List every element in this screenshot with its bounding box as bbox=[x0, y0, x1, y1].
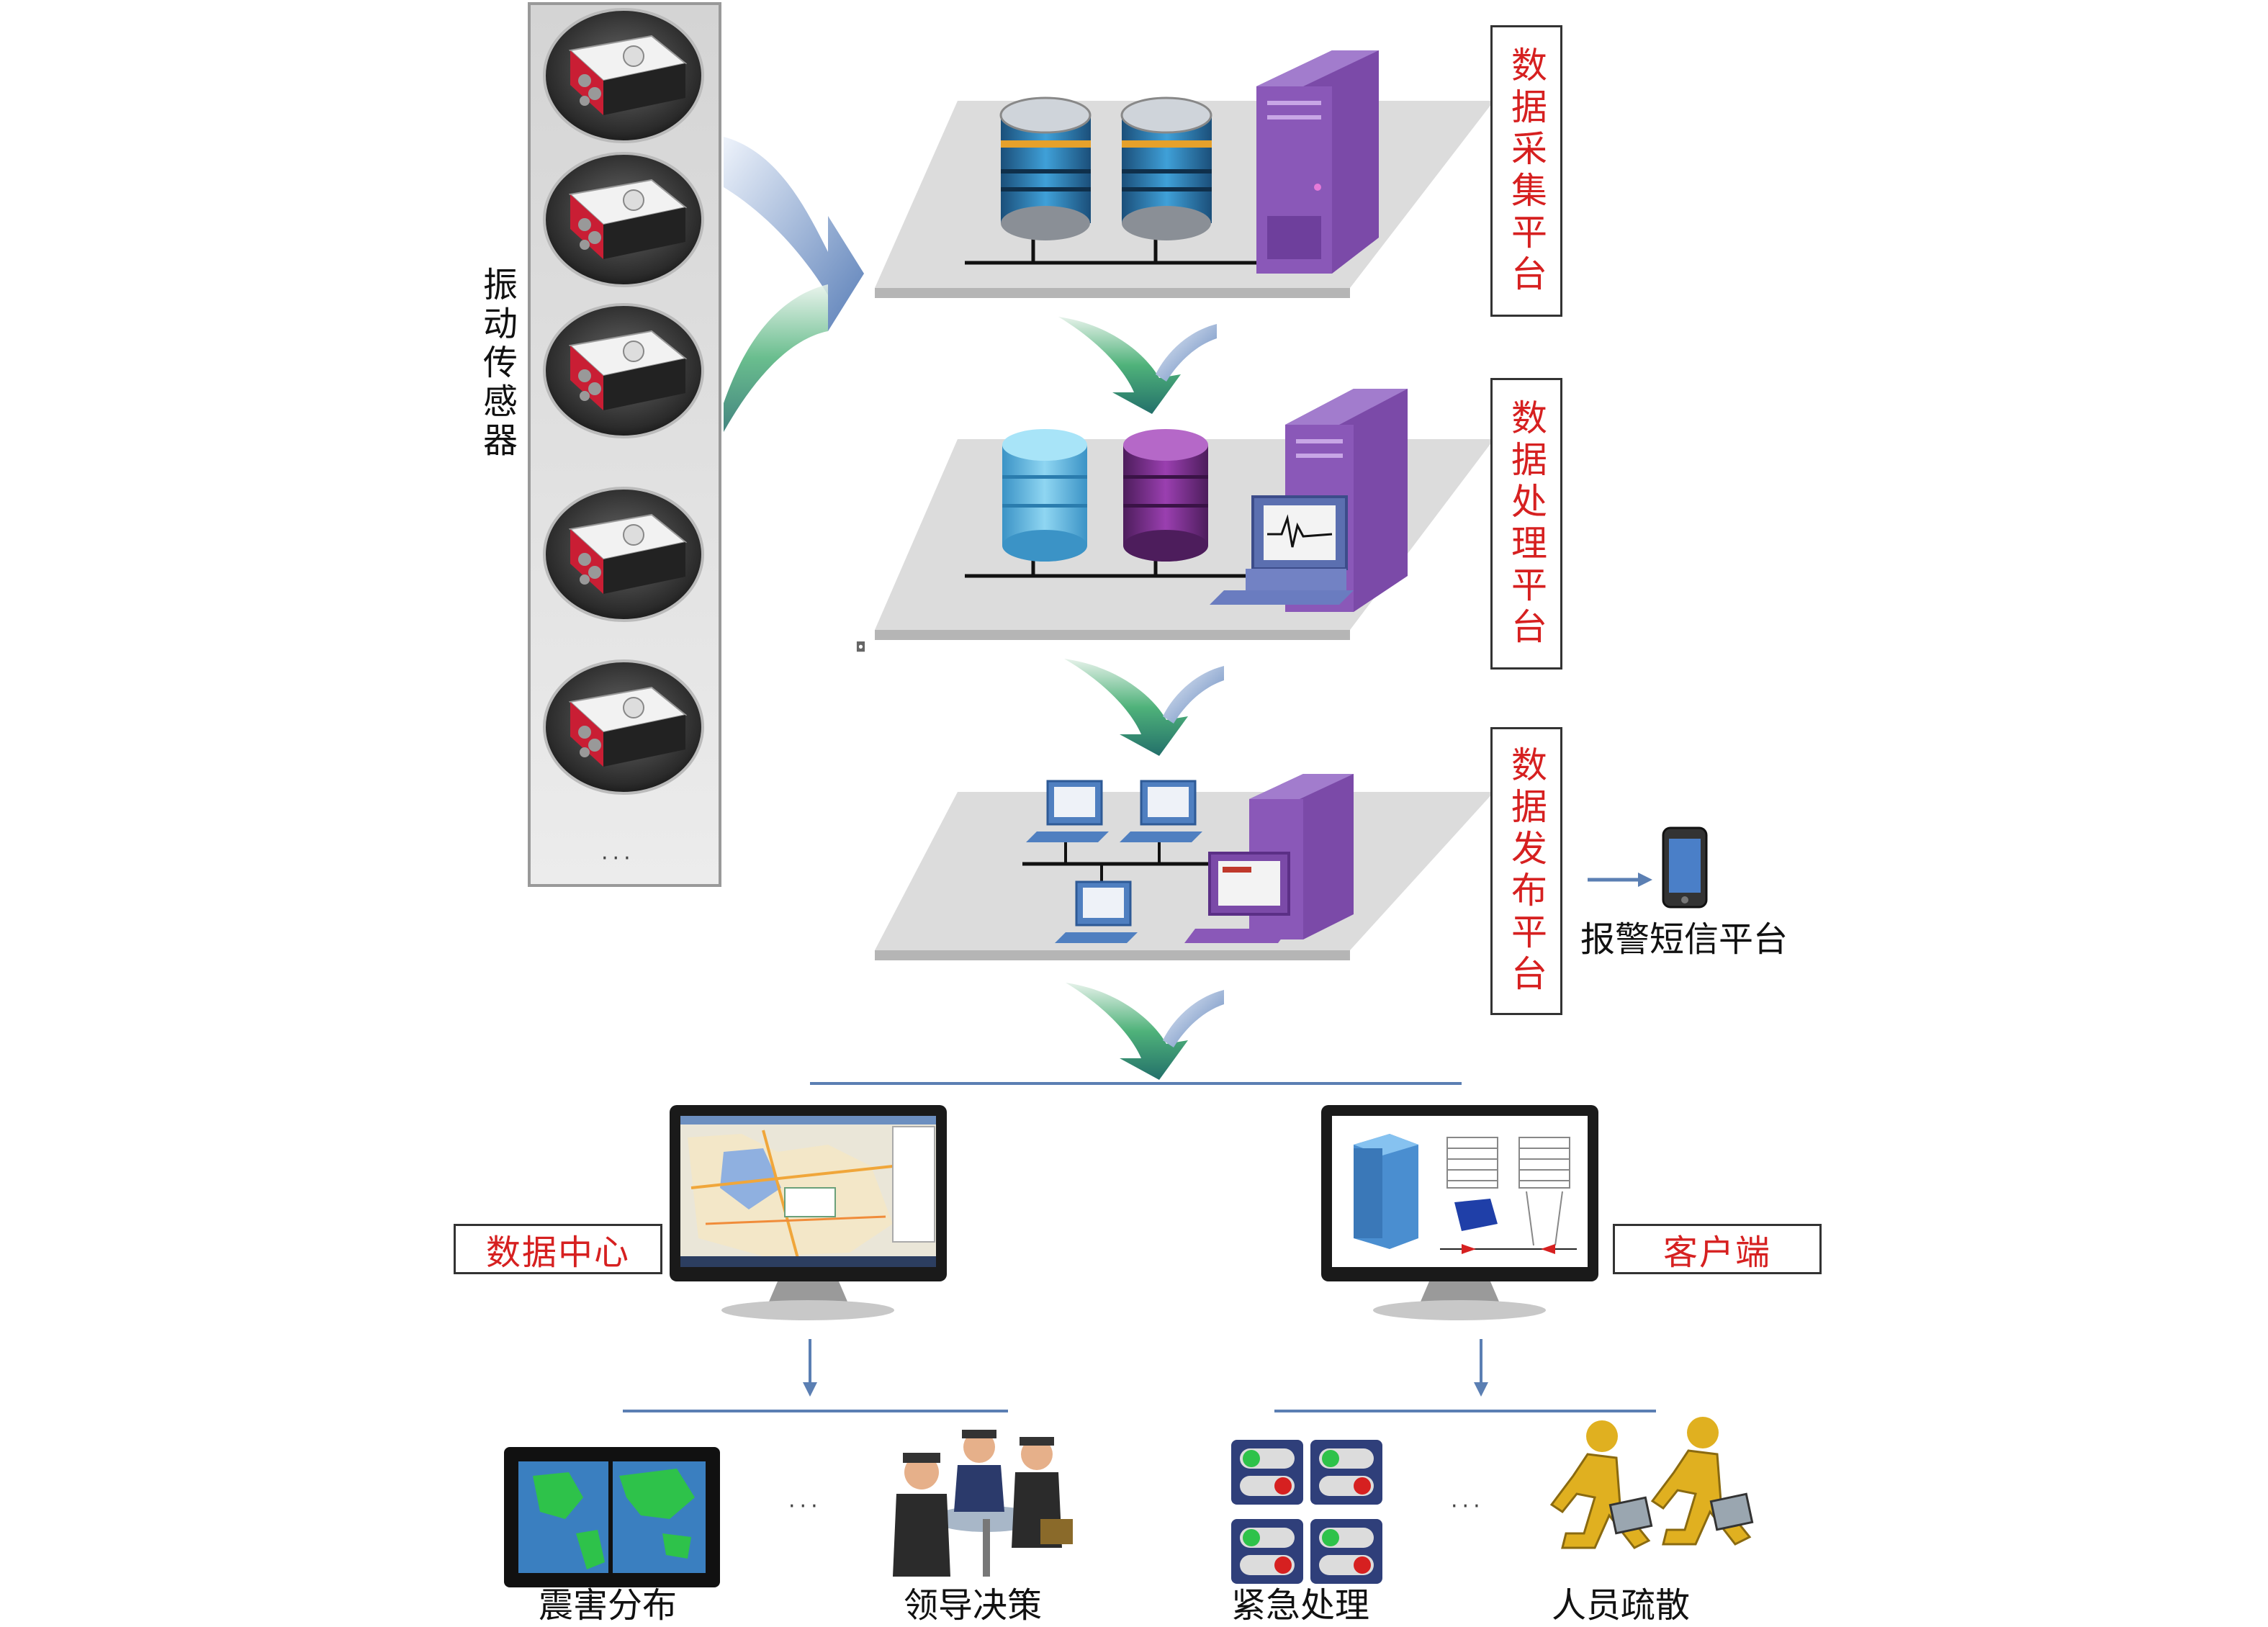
switch-icon bbox=[1231, 1440, 1303, 1505]
down-arrow-icon bbox=[1066, 983, 1224, 1080]
switch-icon bbox=[1310, 1519, 1382, 1584]
sms-platform-label: 报警短信平台 bbox=[1580, 919, 1788, 960]
processing-platform: ◘ bbox=[856, 389, 1494, 655]
acquisition-platform-label: 数据采集平台 bbox=[1490, 25, 1562, 317]
down-arrow-icon bbox=[1064, 659, 1224, 756]
publishing-platform-label-text: 数据发布平台 bbox=[1506, 746, 1547, 996]
damage-distribution-label: 震害分布 bbox=[539, 1585, 678, 1626]
person-icon bbox=[893, 1453, 950, 1577]
workstation-monitor-icon bbox=[1210, 495, 1354, 605]
leadership-decision-label: 领导决策 bbox=[904, 1585, 1043, 1626]
running-person-icon bbox=[1549, 1420, 1653, 1549]
sensor-device-icon bbox=[543, 152, 704, 287]
client-label: 客户端 bbox=[1613, 1224, 1822, 1274]
processing-platform-label-text: 数据处理平台 bbox=[1506, 398, 1547, 649]
database-cylinder-icon bbox=[1123, 429, 1208, 562]
switch-icon bbox=[1310, 1440, 1382, 1505]
down-arrow-icon bbox=[1058, 317, 1217, 414]
acquisition-platform bbox=[875, 50, 1494, 298]
sensor-to-acquisition-arrow-icon bbox=[724, 137, 864, 432]
processing-platform-label: 数据处理平台 bbox=[1490, 378, 1562, 670]
sms-link bbox=[1588, 826, 1708, 909]
branch-arrows bbox=[623, 1339, 1656, 1412]
mobile-phone-icon bbox=[1662, 826, 1708, 909]
publishing-platform bbox=[875, 774, 1494, 960]
client-pc-icon bbox=[1120, 780, 1202, 842]
left-outcomes-ellipsis: ··· bbox=[788, 1494, 822, 1519]
data-center-label-text: 数据中心 bbox=[485, 1232, 630, 1273]
workstation-monitor-icon bbox=[1184, 852, 1290, 943]
client-label-text: 客户端 bbox=[1662, 1232, 1771, 1273]
server-tower-icon bbox=[1256, 50, 1379, 274]
evacuation-label: 人员疏散 bbox=[1552, 1585, 1691, 1626]
right-outcomes-ellipsis: ··· bbox=[1451, 1494, 1485, 1519]
disk-array-icon bbox=[999, 96, 1092, 240]
data-center-monitor-icon bbox=[670, 1105, 947, 1320]
emergency-handling-label: 紧急处理 bbox=[1231, 1585, 1370, 1626]
client-pc-icon bbox=[1055, 880, 1138, 943]
acquisition-platform-label-text: 数据采集平台 bbox=[1506, 45, 1547, 297]
sensor-column-label: 振动传感器 bbox=[477, 266, 517, 461]
sensor-column bbox=[528, 2, 721, 887]
person-icon bbox=[954, 1430, 1004, 1512]
sensor-more-ellipsis: ··· bbox=[601, 846, 635, 871]
sensor-device-icon bbox=[543, 303, 704, 438]
svg-text:◘: ◘ bbox=[856, 640, 865, 655]
disk-array-icon bbox=[1120, 96, 1212, 240]
running-person-icon bbox=[1650, 1417, 1754, 1546]
database-cylinder-icon bbox=[1002, 429, 1087, 562]
damage-map-icon bbox=[504, 1447, 720, 1587]
leaders-meeting-icon bbox=[893, 1430, 1073, 1577]
data-center-label: 数据中心 bbox=[454, 1224, 662, 1274]
sensor-device-icon bbox=[543, 659, 704, 795]
sensor-device-icon bbox=[543, 8, 704, 143]
publishing-platform-label: 数据发布平台 bbox=[1490, 727, 1562, 1015]
emergency-switch-panel-icon bbox=[1231, 1440, 1382, 1584]
switch-icon bbox=[1231, 1519, 1303, 1584]
client-pc-icon bbox=[1026, 780, 1109, 842]
evacuation-people-icon bbox=[1549, 1417, 1754, 1549]
sensor-device-icon bbox=[543, 487, 704, 622]
person-icon bbox=[1012, 1437, 1073, 1548]
client-monitor-icon bbox=[1321, 1105, 1598, 1320]
